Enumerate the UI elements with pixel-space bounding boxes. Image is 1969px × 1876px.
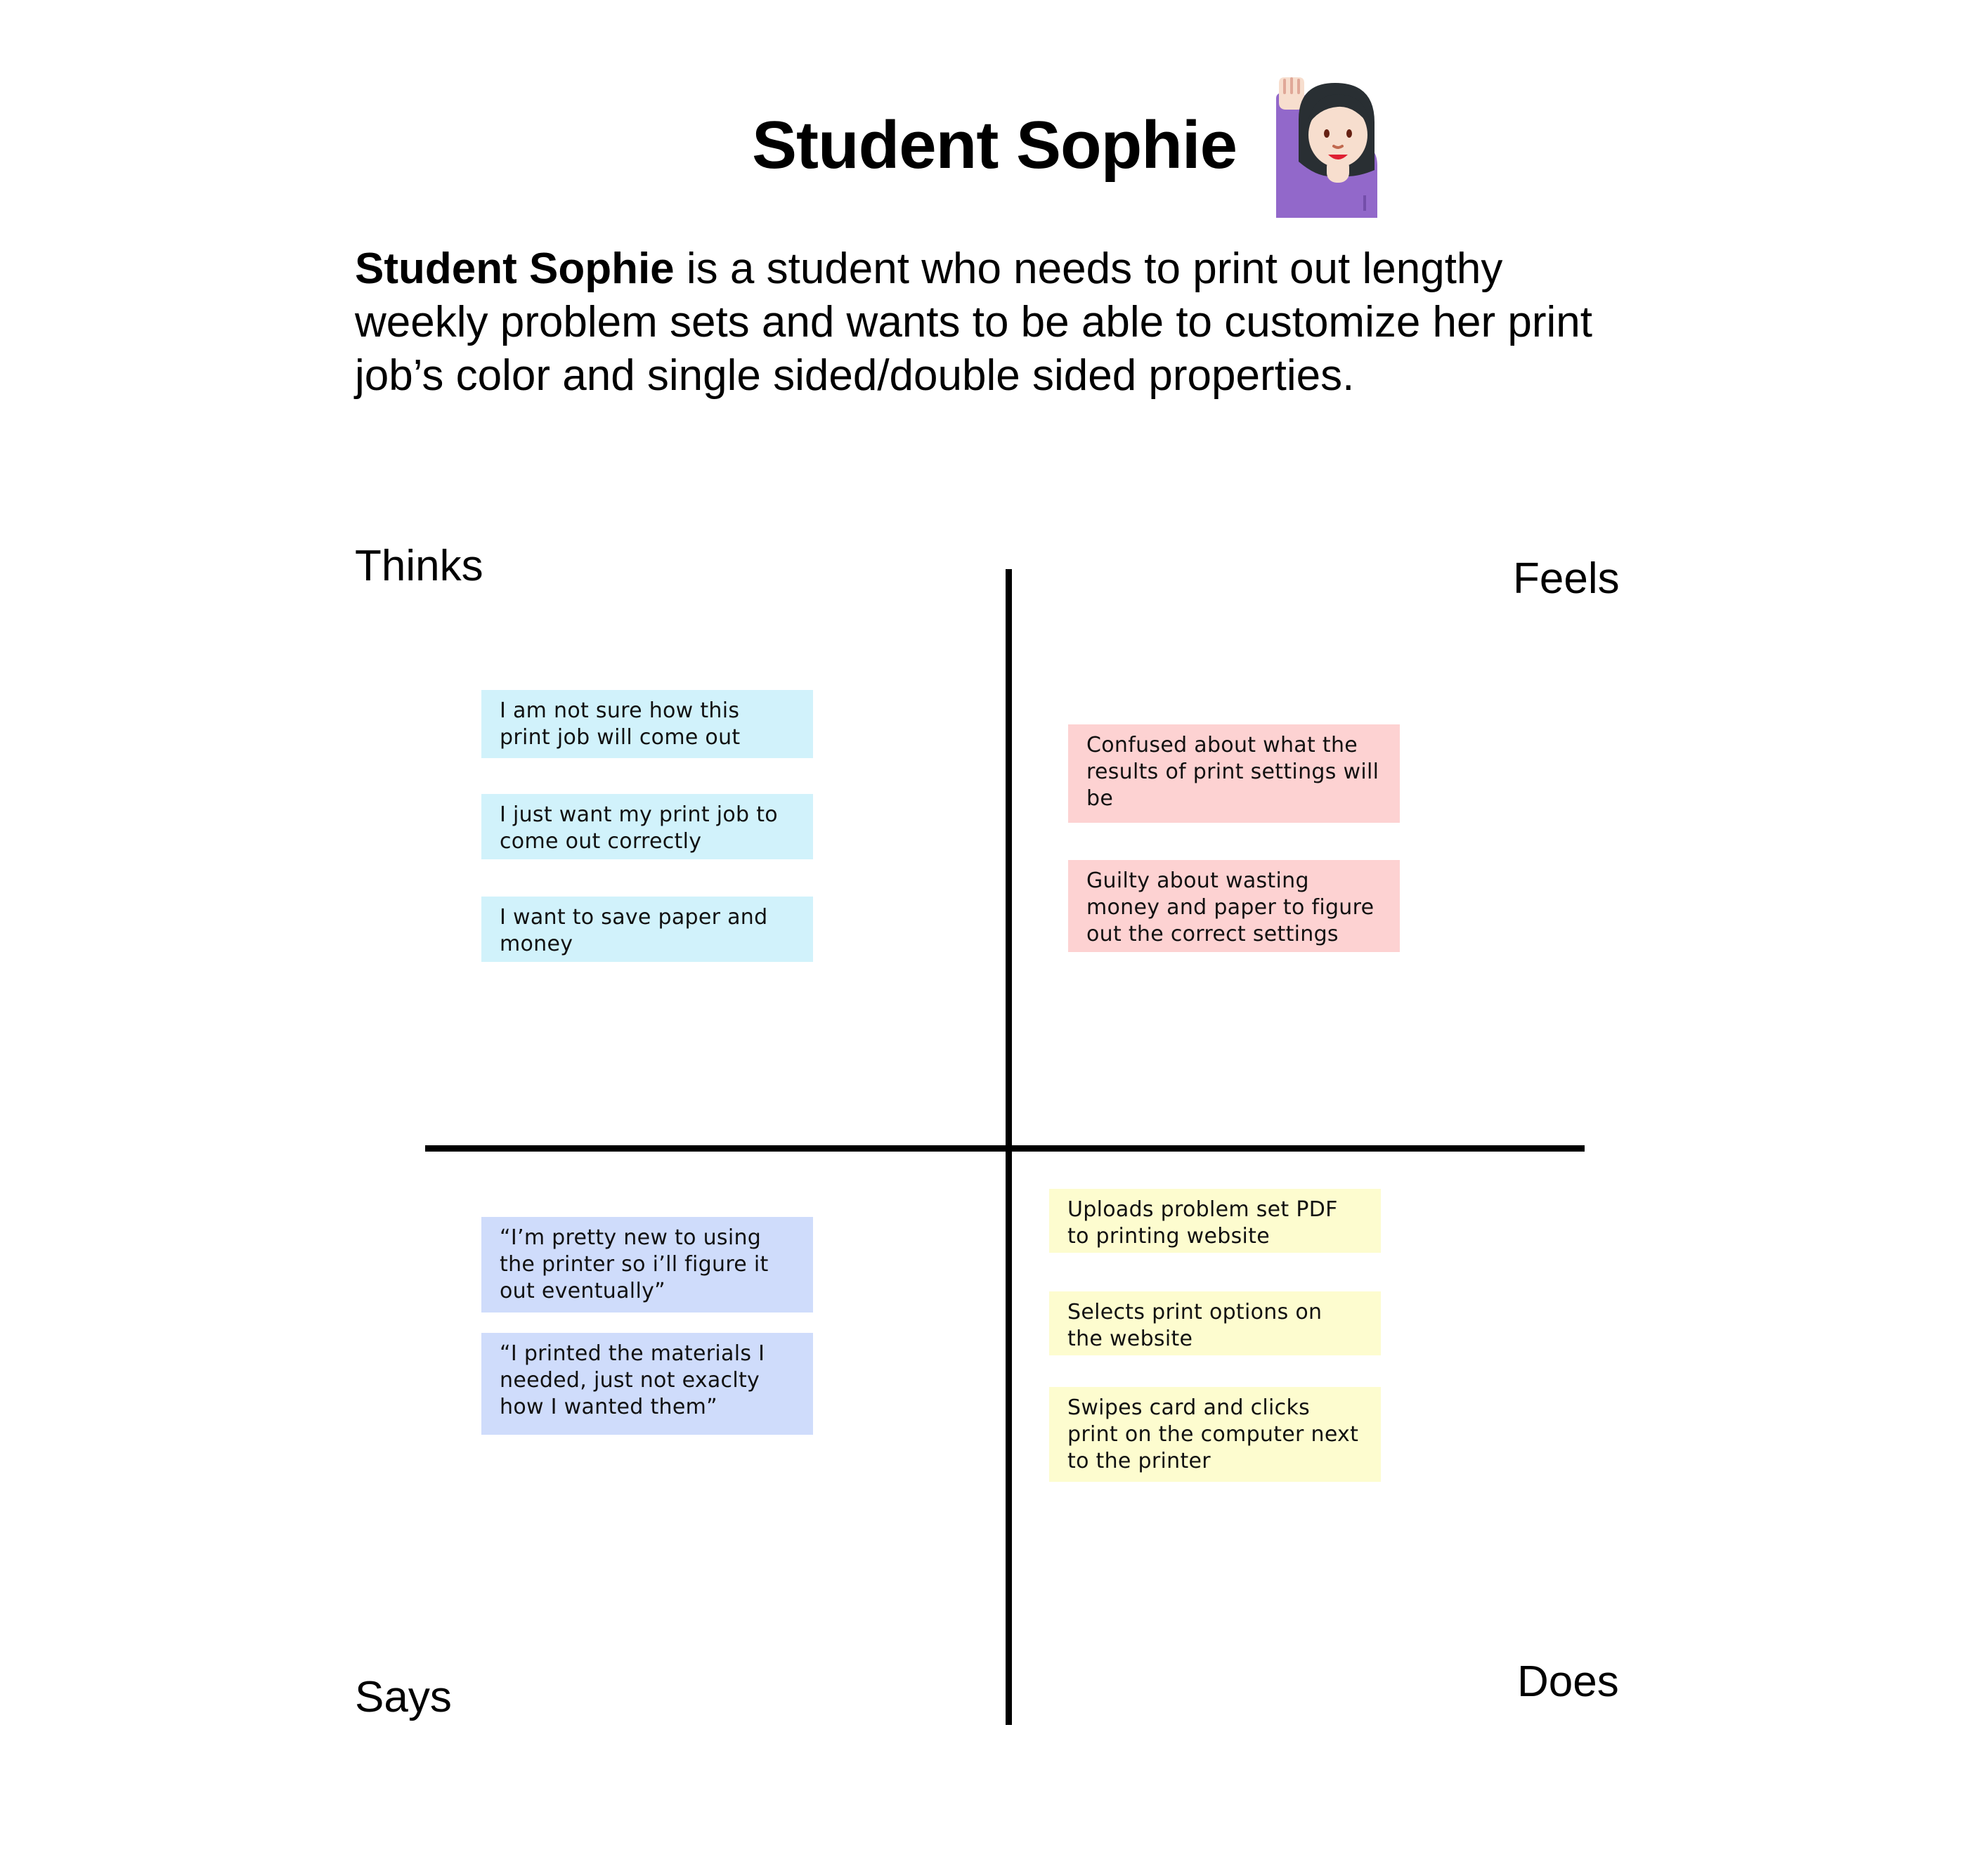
sticky-note-feels[interactable]: Guilty about wasting money and paper to … (1068, 860, 1400, 952)
sticky-note-thinks[interactable]: I am not sure how this print job will co… (481, 690, 813, 758)
sticky-note-thinks[interactable]: I just want my print job to come out cor… (481, 794, 813, 859)
quadrant-label-says: Says (355, 1673, 452, 1721)
persona-name: Student Sophie (355, 245, 675, 293)
woman-raising-hand-icon (1276, 77, 1377, 218)
sticky-note-does[interactable]: Selects print options on the website (1049, 1291, 1381, 1355)
sticky-note-does[interactable]: Swipes card and clicks print on the comp… (1049, 1387, 1381, 1482)
persona-header: Student Sophie (0, 70, 1969, 225)
sticky-note-thinks[interactable]: I want to save paper and money (481, 897, 813, 962)
sticky-note-feels[interactable]: Confused about what the results of print… (1068, 724, 1400, 823)
sticky-note-says[interactable]: “I’m pretty new to using the printer so … (481, 1217, 813, 1312)
sticky-note-says[interactable]: “I printed the materials I needed, just … (481, 1333, 813, 1435)
persona-description: Student Sophie is a student who needs to… (355, 242, 1620, 403)
quadrant-label-thinks: Thinks (355, 542, 483, 590)
horizontal-axis (425, 1145, 1585, 1152)
quadrant-label-feels: Feels (1513, 554, 1620, 603)
page-title: Student Sophie (752, 108, 1237, 183)
persona-summary: is a student who needs to print out leng… (355, 245, 1593, 400)
quadrant-label-does: Does (1517, 1657, 1619, 1706)
sticky-note-does[interactable]: Uploads problem set PDF to printing webs… (1049, 1189, 1381, 1253)
